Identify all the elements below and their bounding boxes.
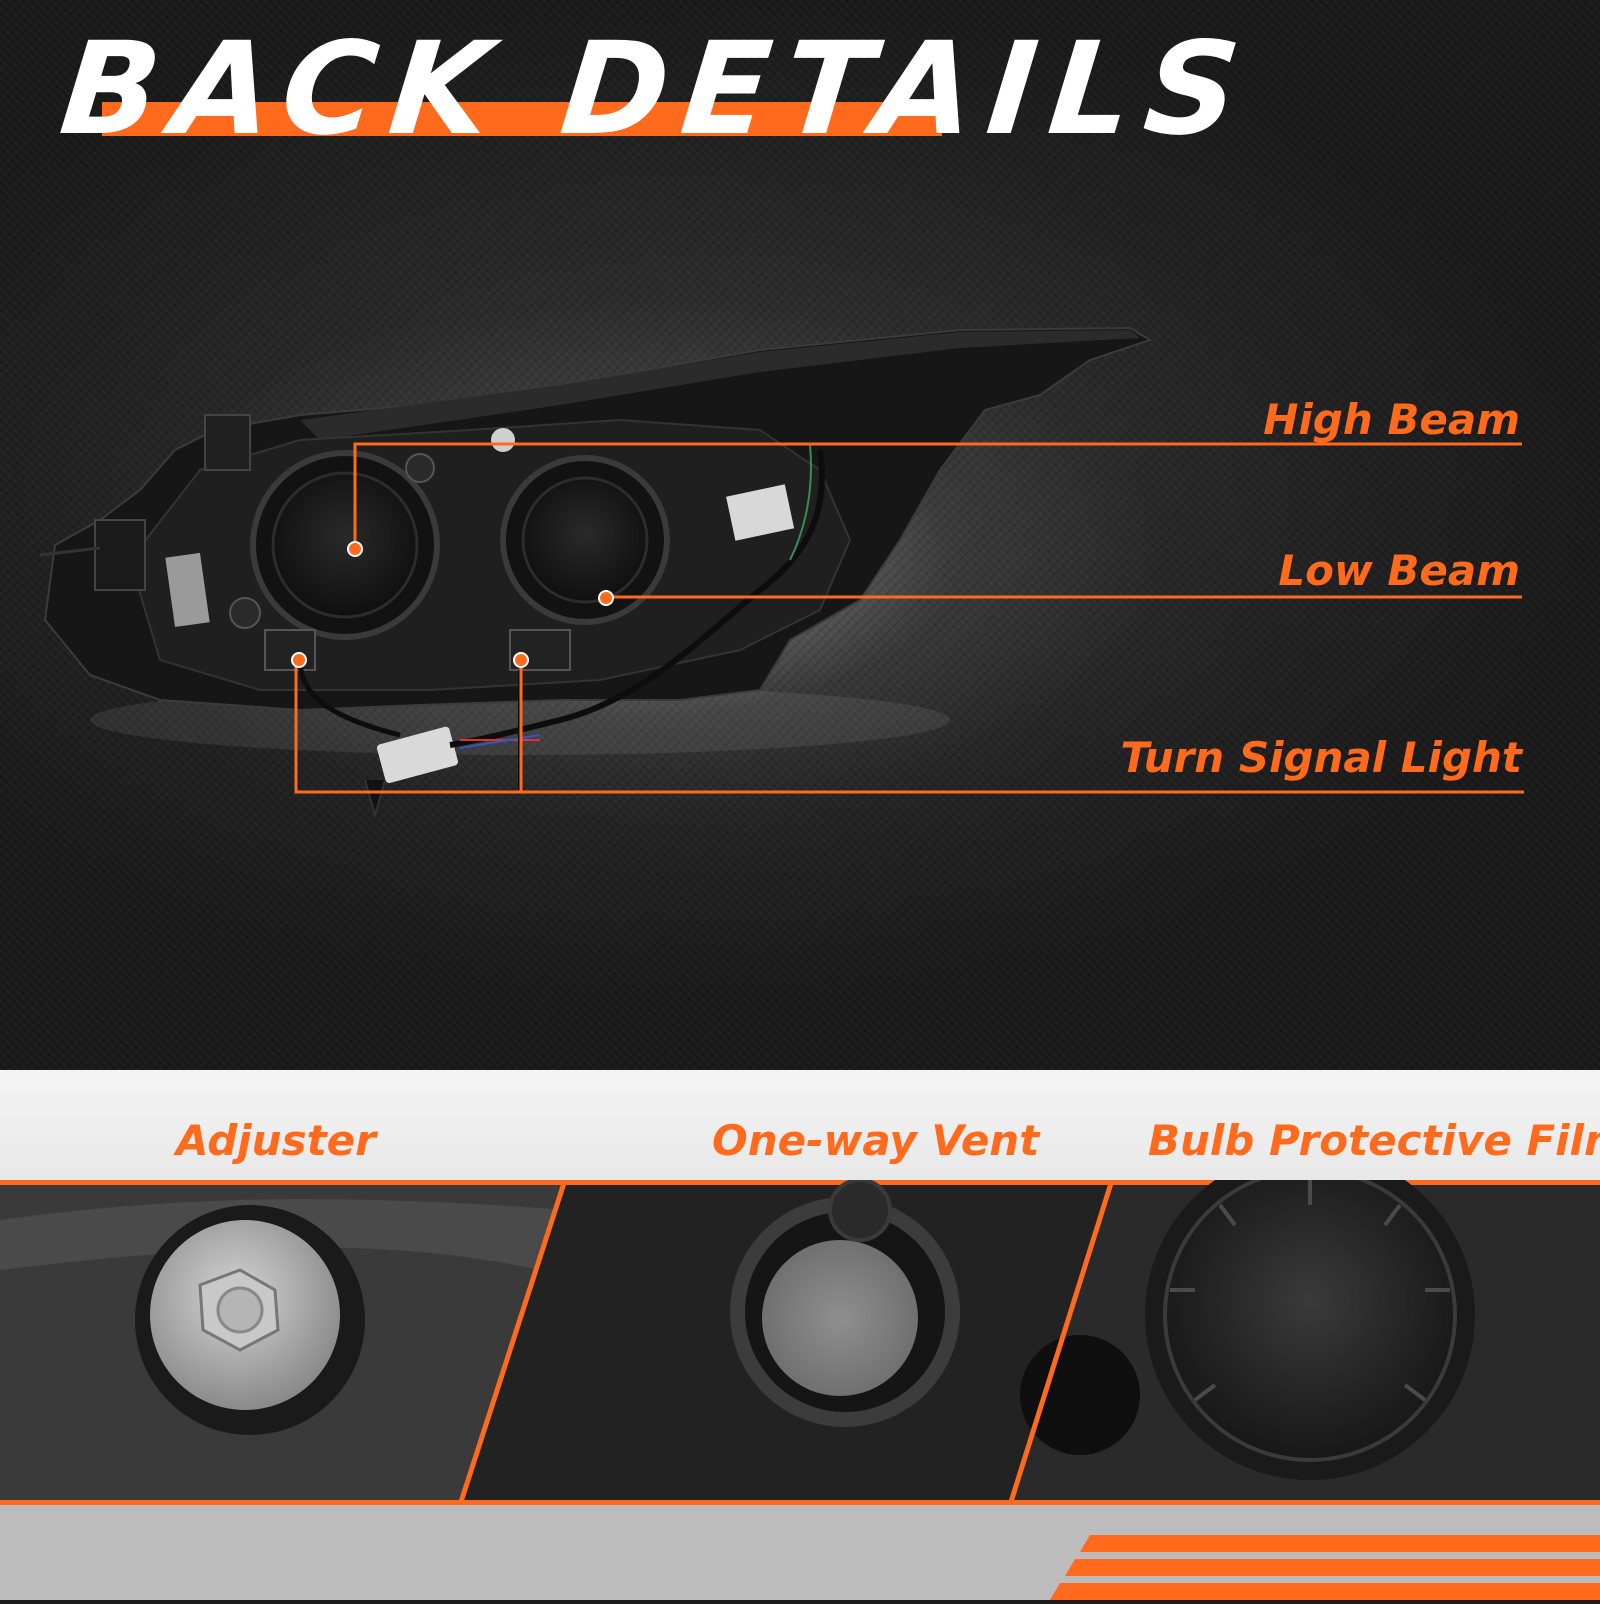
- turn-signal-marker-left: [291, 652, 307, 668]
- high-beam-marker: [347, 541, 363, 557]
- footer-stripes: [1050, 1535, 1600, 1600]
- adjuster-image: [0, 1185, 565, 1505]
- bulb-protective-film-image: [1010, 1180, 1600, 1505]
- headlamp-back-image: [39, 326, 1153, 819]
- callout-turn-signal-light: Turn Signal Light: [1120, 733, 1522, 782]
- detail-label-one-way-vent: One-way Vent: [712, 1116, 1040, 1165]
- callout-high-beam: High Beam: [1263, 395, 1520, 444]
- callout-lines: [291, 442, 1524, 794]
- detail-label-strip: [0, 1070, 1600, 1180]
- detail-label-adjuster: Adjuster: [176, 1116, 376, 1165]
- low-beam-marker: [598, 590, 614, 606]
- callout-low-beam: Low Beam: [1278, 546, 1520, 595]
- turn-signal-leader-line: [294, 660, 1524, 794]
- turn-signal-marker-right: [513, 652, 529, 668]
- footer-band: [0, 1505, 1600, 1600]
- high-beam-leader-line: [353, 442, 1522, 549]
- detail-panels: [0, 1180, 1600, 1505]
- detail-label-bulb-protective-film: Bulb Protective Film: [1148, 1116, 1600, 1165]
- one-way-vent-image: [460, 1180, 1112, 1505]
- title-underline-bar: [102, 102, 942, 136]
